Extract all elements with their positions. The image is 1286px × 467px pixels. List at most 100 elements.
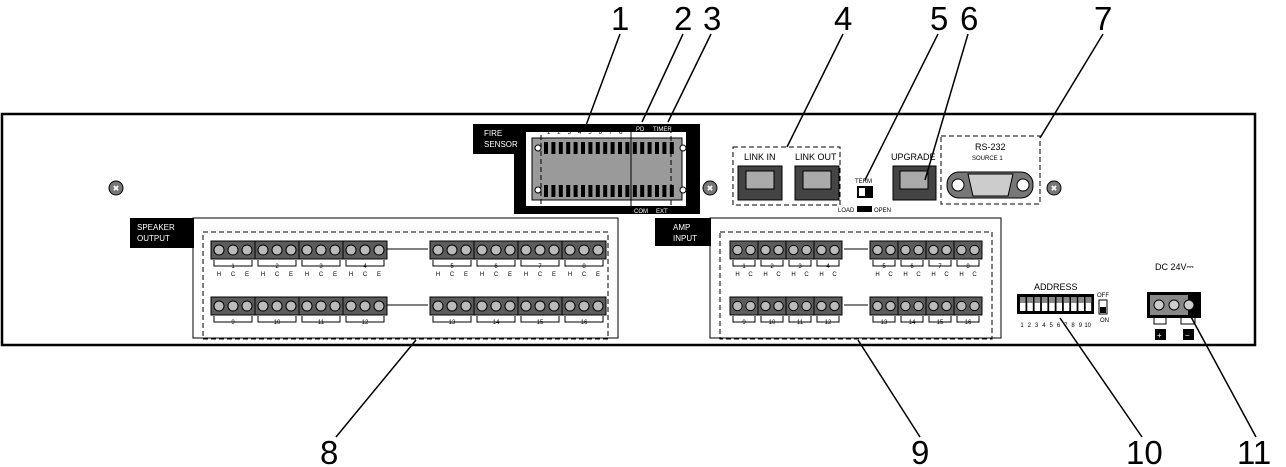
amp-terminal-block[interactable]: 14 [897,296,927,326]
speaker-terminal-block[interactable]: 11 [298,296,344,326]
terminal-screw-icon [460,300,472,312]
link-ports-block: LINK IN LINK OUT [732,146,841,206]
dip-switch-lever[interactable] [1063,297,1070,311]
dip-switch-lever[interactable] [1078,297,1084,311]
dip-switch-lever[interactable] [1041,297,1048,311]
terminal-screw-icon [257,244,269,256]
amp-terminal-block[interactable]: 10 [757,296,787,326]
terminal-screw-icon [373,244,385,256]
channel-number: 13 [881,320,888,326]
amp-terminal-block[interactable]: 9 [729,296,759,326]
terminal-screw-icon [301,244,313,256]
terminal-screw-icon [578,244,590,256]
fire-sensor-pin [640,142,645,154]
terminal-screw-icon [476,244,488,256]
screw-icon: ✖ [702,180,718,196]
fire-sensor-pin [640,185,645,197]
terminal-screw-icon [534,300,546,312]
fire-sensor-label-1: FIRE [484,129,502,138]
terminal-screw-icon [476,300,488,312]
terminal-screw-icon [829,244,840,256]
pd-label: PD [636,127,645,133]
speaker-terminal-block[interactable]: 13 [429,296,475,326]
amp-terminal-block[interactable]: 15 [925,296,955,326]
speaker-terminal-block[interactable]: 15 [517,296,563,326]
terminal-screw-icon [941,244,952,256]
terminal-screw-icon [359,300,371,312]
channel-number: 6 [494,264,498,270]
callout-5: 5 [930,0,948,37]
amp-terminal-block[interactable]: 11 [785,296,815,326]
fire-sensor-pin [551,142,556,154]
terminal-screw-icon [213,300,225,312]
fire-sensor-bottom-number: 16 [618,208,625,214]
terminal-screw-icon [816,300,827,312]
amp-dashed-box [719,231,993,340]
link-dashed-box [732,146,841,206]
fire-sensor-pin [588,185,593,197]
pin-letter: H [436,272,440,278]
speaker-terminal-block[interactable]: 12 [342,296,388,326]
pin-letter: E [245,272,249,278]
terminal-screw-icon [745,300,756,312]
pin-letter: H [568,272,572,278]
terminal-screw-icon [732,300,743,312]
pin-letter: C [832,272,837,278]
terminal-screw-icon [913,300,924,312]
channel-number: 5 [882,264,886,270]
terminal-screw-icon [329,300,341,312]
dip-switch-lever[interactable] [1027,297,1033,311]
dip-switch-lever[interactable] [1056,297,1063,311]
amp-terminal-block[interactable]: 16 [953,296,983,326]
rs232-port[interactable] [967,173,1014,197]
pin-letter: H [349,272,353,278]
terminal-screw-icon [956,244,967,256]
dip-switch-lever[interactable] [1085,297,1092,311]
speaker-terminal-block[interactable]: 9 [210,296,256,326]
pin-letter: H [875,272,879,278]
fire-sensor-dashed-box [540,127,632,213]
pd-timer-dashed-box [630,127,672,213]
dip-switch-lever[interactable] [1020,297,1026,311]
dip-switch-lever[interactable] [1071,297,1077,311]
dip-switch-lever[interactable] [1049,297,1055,311]
callout-leaders [335,33,1257,438]
terminal-screw-icon [578,300,590,312]
speaker-terminal-block[interactable]: 14 [473,296,519,326]
amp-terminal-block[interactable]: 12 [813,296,843,326]
terminal-screw-icon [816,244,827,256]
fire-sensor-pin [551,185,556,197]
channel-number: 15 [537,320,544,326]
speaker-terminal-block[interactable]: 10 [254,296,300,326]
dip-switch-number: 3 [1035,323,1039,329]
callout-7: 7 [1094,0,1112,37]
channel-number: 14 [909,320,916,326]
channel-number: 10 [274,320,281,326]
terminal-screw-icon [592,244,604,256]
terminal-screw-icon [829,300,840,312]
terminal-screw-icon [373,300,385,312]
speaker-terminal-block[interactable]: 16 [561,296,607,326]
terminal-screw-icon [257,300,269,312]
fire-sensor-bottom-number: 12 [577,208,584,214]
channel-number: 6 [910,264,914,270]
fire-sensor-bottom-number: 9 [546,208,550,214]
callout-2: 2 [674,0,692,37]
amp-terminal-block[interactable]: 13 [869,296,899,326]
pin-letter: C [275,272,280,278]
dip-switch-lever[interactable] [1034,297,1041,311]
